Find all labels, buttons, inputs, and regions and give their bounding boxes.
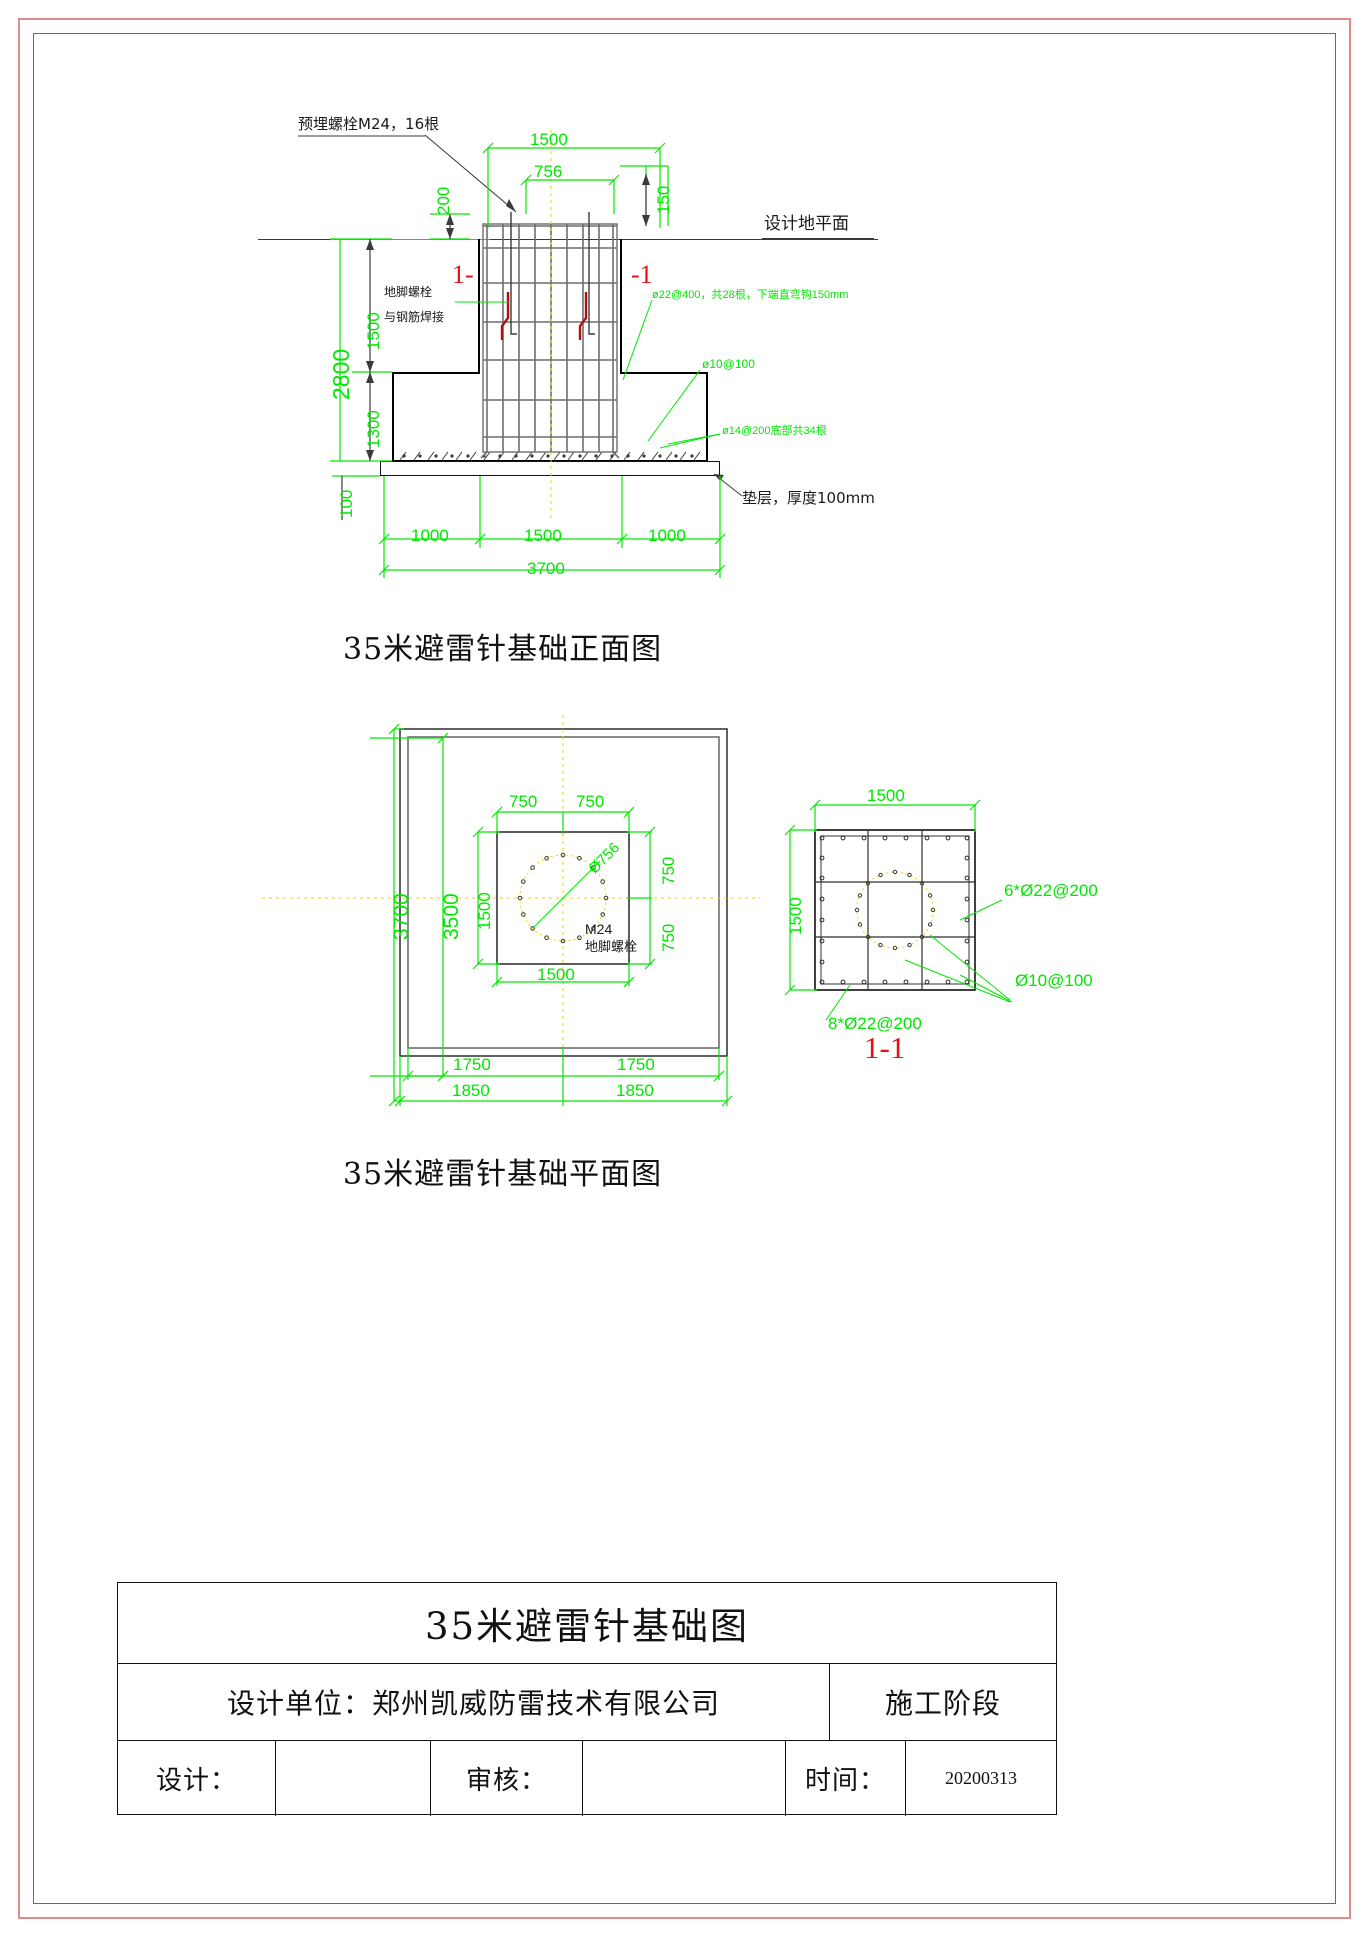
- sheet-border-outer: [18, 18, 1351, 1919]
- title-block-designer-label: 设计：: [118, 1741, 276, 1816]
- rebar-note-bottom: ø14@200底部共34根: [722, 425, 827, 437]
- footing-top-left: [392, 372, 480, 374]
- title-block-row-title: 35米避雷针基础图: [118, 1583, 1056, 1664]
- bolt-label-chinese: 地脚螺栓: [585, 940, 638, 955]
- dim-elev-base-total: 3700: [527, 559, 565, 578]
- title-block-date-label: 时间：: [786, 1741, 906, 1816]
- section-note-stirrup: Ø10@100: [1015, 971, 1093, 990]
- dim-elev-top-width: 1500: [530, 130, 568, 149]
- cushion-layer: [380, 461, 720, 476]
- rebar-note-vertical: ø22@400，共28根，下端直弯钩150mm: [652, 289, 849, 301]
- dim-plan-half-bottom: 750: [659, 923, 678, 952]
- title-block: 35米避雷针基础图 设计单位：郑州凯威防雷技术有限公司 施工阶段 设计： 审核：…: [117, 1582, 1057, 1816]
- weld-note-line1: 地脚螺栓: [384, 285, 433, 299]
- ground-level-label: 设计地平面: [764, 214, 849, 234]
- dim-plan-1850-right: 1850: [616, 1081, 654, 1100]
- bolt-label-m24: M24: [585, 921, 613, 937]
- dim-elev-above-ground: 200: [434, 186, 453, 215]
- dim-elev-base-mid: 1500: [524, 526, 562, 545]
- title-block-row-signoff: 设计： 审核： 时间： 20200313: [118, 1741, 1056, 1816]
- dim-elev-edge-right: 150: [654, 185, 673, 214]
- dim-plan-1750-right: 1750: [617, 1055, 655, 1074]
- dim-plan-half-top: 750: [659, 856, 678, 885]
- dim-plan-half-left: 750: [509, 792, 538, 811]
- dim-plan-pier-width-v: 1500: [475, 892, 494, 930]
- section-mark-left: 1-: [452, 260, 474, 289]
- dim-elev-bolt-circle: 756: [534, 162, 563, 181]
- dim-elev-total-depth: 2800: [328, 348, 354, 400]
- dim-elev-cushion-thickness: 100: [337, 489, 356, 518]
- ground-line-green-extension: [330, 239, 490, 240]
- rebar-note-stirrup: ø10@100: [702, 357, 755, 371]
- pier-right-wall: [620, 239, 622, 373]
- pier-left-wall: [478, 239, 480, 373]
- section-mark-right: -1: [631, 260, 653, 289]
- title-block-row-unit: 设计单位：郑州凯威防雷技术有限公司 施工阶段: [118, 1664, 1056, 1741]
- dim-plan-1850-left: 1850: [452, 1081, 490, 1100]
- dim-plan-inner-total: 3500: [440, 893, 463, 940]
- dim-plan-1750-left: 1750: [453, 1055, 491, 1074]
- title-block-design-unit: 设计单位：郑州凯威防雷技术有限公司: [118, 1664, 830, 1740]
- ground-label-underline: [762, 238, 874, 239]
- title-block-main-title: 35米避雷针基础图: [424, 1605, 750, 1648]
- elevation-view-title: 35米避雷针基础正面图: [343, 632, 663, 667]
- title-block-reviewer-label: 审核：: [431, 1741, 583, 1816]
- dim-elev-footing-depth: 1300: [364, 410, 383, 448]
- weld-note-line2: 与钢筋焊接: [384, 310, 445, 324]
- section-title-1-1: 1-1: [864, 1030, 906, 1065]
- dim-elev-base-left: 1000: [411, 526, 449, 545]
- footing-right-side: [706, 372, 708, 462]
- dim-plan-pier-width-h: 1500: [537, 965, 575, 984]
- dim-elev-base-right: 1000: [648, 526, 686, 545]
- title-block-date-value: 20200313: [945, 1768, 1017, 1788]
- section-note-top-right: 6*Ø22@200: [1004, 881, 1098, 900]
- footing-top-right: [620, 372, 708, 374]
- dim-plan-half-right: 750: [576, 792, 605, 811]
- dim-section-height: 1500: [786, 897, 805, 935]
- dim-elev-pier-height: 1500: [364, 312, 383, 350]
- cushion-note: 垫层，厚度100mm: [742, 489, 875, 507]
- title-block-reviewer-value[interactable]: [583, 1741, 786, 1816]
- sheet-border-inner: [33, 33, 1336, 1904]
- dim-plan-outer-total: 3700: [390, 893, 413, 940]
- title-block-stage: 施工阶段: [884, 1687, 1001, 1720]
- title-block-designer-value[interactable]: [276, 1741, 431, 1816]
- dim-section-width: 1500: [867, 786, 905, 805]
- footing-left-side: [392, 372, 394, 462]
- plan-view-title: 35米避雷针基础平面图: [343, 1157, 663, 1192]
- anchor-bolt-note: 预埋螺栓M24，16根: [298, 115, 440, 133]
- section-note-bottom-left: 8*Ø22@200: [828, 1014, 922, 1033]
